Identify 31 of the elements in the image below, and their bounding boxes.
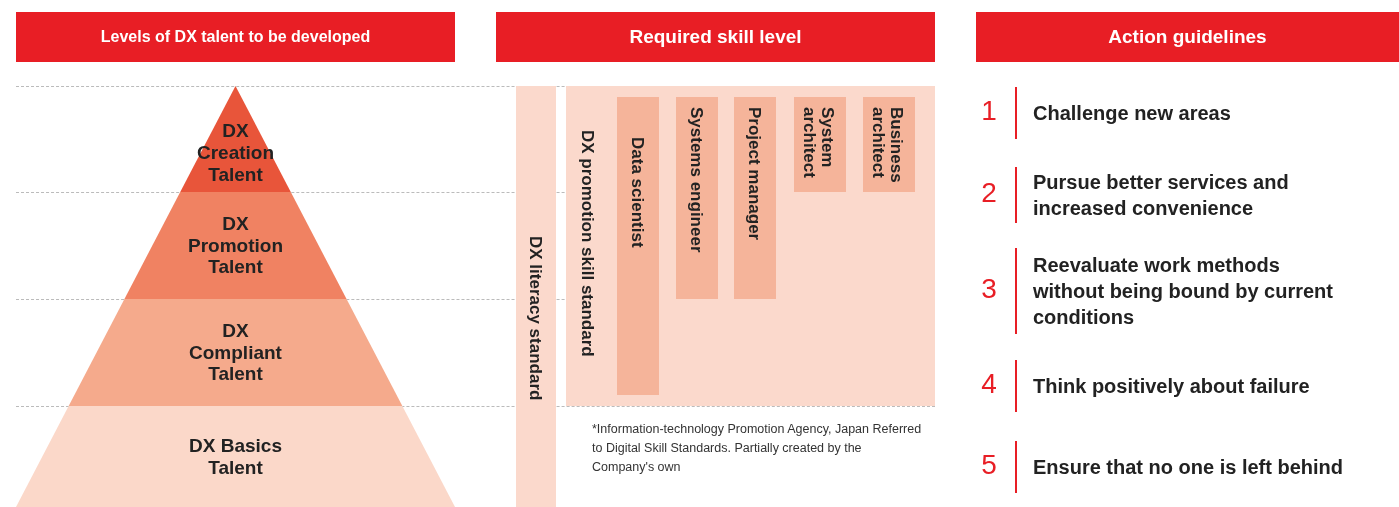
skill-column <box>734 97 776 299</box>
skill-band <box>516 86 556 507</box>
skill-column <box>863 97 915 192</box>
column-label: Project manager <box>745 107 763 241</box>
header-bar: Levels of DX talent to be developed <box>16 12 455 62</box>
tier-label: DX Compliant Talent <box>188 319 283 386</box>
guideline-number: 2 <box>980 177 998 209</box>
header-bar: Action guidelines <box>976 12 1399 62</box>
guideline-text: Challenge new areas <box>1033 101 1232 126</box>
guideline-number: 1 <box>980 95 998 127</box>
skill-column <box>617 97 659 395</box>
footnote: *Information-technology Promotion Agency, Japan Referred to Digital Skill Standards. Partially created by the Company's own <box>592 421 923 476</box>
guideline-text: Ensure that no one is left behind <box>1033 455 1345 480</box>
column-label: System architect <box>800 107 836 180</box>
guideline-text: Think positively about failure <box>1033 374 1311 399</box>
column-label: Systems engineer <box>687 107 705 253</box>
column-label: DX promotion skill standard <box>578 130 596 357</box>
tier-label: DX Basics Talent <box>188 434 283 479</box>
skill-column <box>676 97 718 299</box>
guideline-number: 5 <box>980 449 998 481</box>
skill-band <box>566 86 935 406</box>
skill-column <box>794 97 846 192</box>
guideline-text: Reevaluate work methods without being bound by current conditions <box>1033 253 1333 330</box>
column-label: Data scientist <box>628 137 646 248</box>
pyramid-tier <box>16 406 455 507</box>
tier-label: DX Promotion Talent <box>187 212 284 279</box>
guideline-number: 3 <box>980 273 998 305</box>
guideline-number: 4 <box>980 368 998 400</box>
guideline-text: Pursue better services and increased convenience <box>1033 170 1290 221</box>
column-label: DX literacy standard <box>526 236 544 401</box>
header-bar: Required skill level <box>496 12 935 62</box>
